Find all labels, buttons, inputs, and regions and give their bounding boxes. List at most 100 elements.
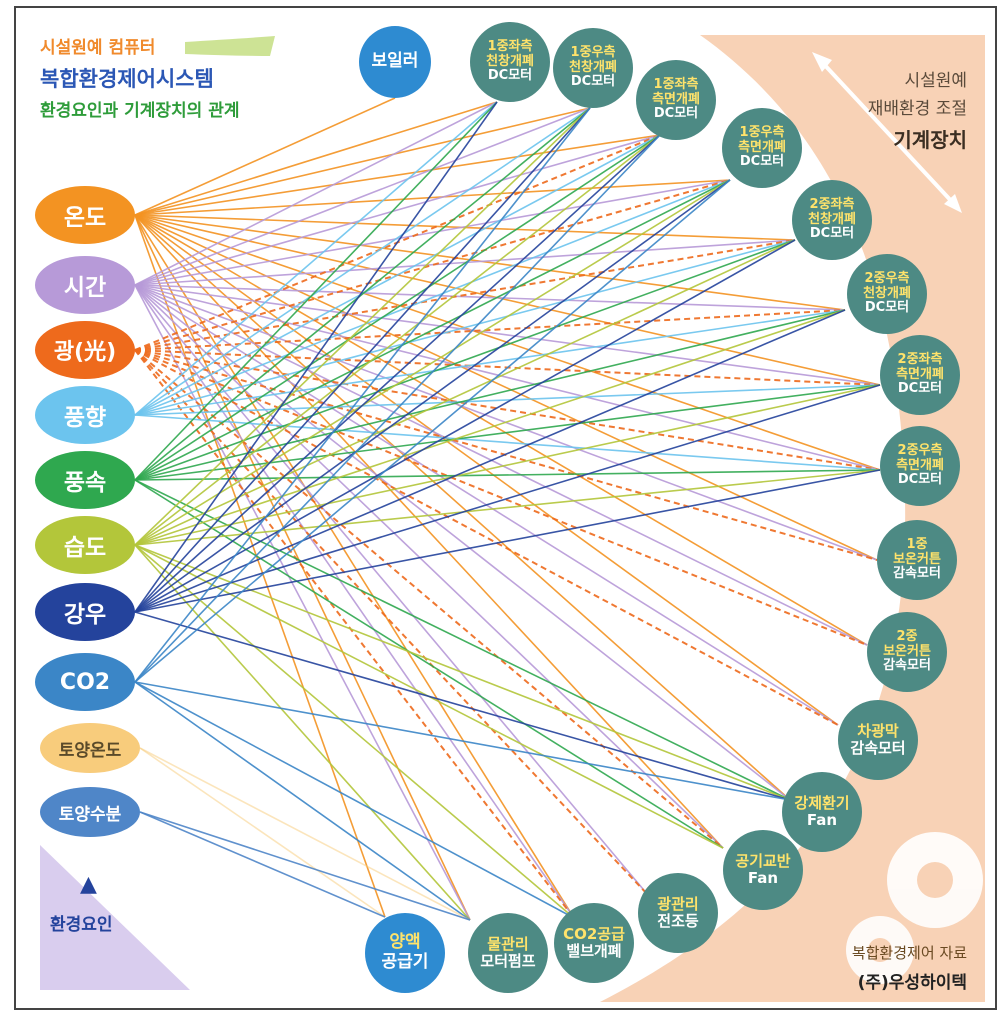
- device-label: 감속모터: [883, 658, 931, 674]
- connection-line: [134, 179, 731, 481]
- device-label: 감속모터: [850, 739, 906, 757]
- connection-line: [134, 179, 731, 683]
- connection-line: [134, 544, 471, 921]
- connection-line: [134, 544, 575, 919]
- connection-line: [134, 134, 661, 683]
- env-factor-co2: CO2: [35, 653, 135, 711]
- connection-line: [134, 179, 731, 613]
- connection-line: [134, 101, 498, 216]
- device-label: 공급기: [381, 952, 429, 972]
- connection-line: [134, 179, 731, 546]
- connection-line: [139, 747, 471, 921]
- header-line1: 시설원예 컴퓨터: [40, 38, 156, 58]
- device-label: CO2공급: [563, 924, 625, 943]
- connection-line: [134, 681, 471, 921]
- connection-line: [134, 214, 575, 919]
- connection-line: [134, 284, 724, 849]
- env-factor-temp: 온도: [35, 186, 135, 244]
- device-label: 천창개폐: [486, 53, 534, 69]
- connection-line: [134, 349, 839, 726]
- header-line3: 환경요인과 기계장치의 관계: [40, 101, 240, 121]
- device-label: 보온커튼: [883, 643, 931, 659]
- connection-line: [134, 284, 791, 801]
- connection-line: [134, 479, 724, 849]
- env-factor-soilmoist: 토양수분: [40, 787, 140, 837]
- device-label: DC모터: [739, 154, 785, 170]
- connection-line: [134, 179, 731, 286]
- device-label: 보일러: [371, 51, 419, 72]
- env-factor-humidity: 습도: [35, 516, 135, 574]
- device-label: 차광막: [857, 721, 899, 740]
- connection-line: [134, 681, 575, 919]
- connection-line: [134, 239, 796, 613]
- device-label: DC모터: [653, 106, 699, 122]
- connection-line: [134, 134, 661, 416]
- device-label: 측면개폐: [896, 457, 944, 473]
- device-label: 측면개폐: [896, 366, 944, 382]
- connection-line: [134, 214, 791, 801]
- device-label: 밸브개폐: [566, 942, 622, 960]
- device-label: 2중: [896, 628, 918, 644]
- env-factor-soiltemp: 토양온도: [40, 723, 140, 773]
- connection-line: [134, 469, 881, 546]
- connection-line: [134, 214, 881, 386]
- device-label: 강제환기: [794, 793, 850, 812]
- connection-line: [134, 214, 878, 561]
- connection-line: [134, 284, 846, 311]
- connection-line: [134, 101, 498, 613]
- env-label-text: 환경요인: [50, 915, 113, 935]
- connection-line: [134, 134, 661, 286]
- connection-line: [134, 101, 498, 416]
- footer-line2: (주)우성하이텍: [857, 973, 967, 993]
- device-label: 1중우측: [570, 44, 616, 60]
- connection-line: [134, 284, 881, 386]
- env-factor-winddir: 풍향: [35, 386, 135, 444]
- connection-line: [134, 309, 846, 416]
- env-factor-light: 광(光): [35, 321, 135, 379]
- connection-line: [134, 384, 881, 416]
- device-label: Fan: [747, 869, 779, 887]
- connection-line: [134, 384, 881, 546]
- connection-line: [134, 309, 846, 351]
- device-label: 2중우측: [897, 442, 943, 458]
- connection-line: [134, 349, 724, 849]
- connection-line: [134, 239, 796, 351]
- device-title-line2: 재배환경 조절: [867, 99, 967, 119]
- device-label: DC모터: [864, 300, 910, 316]
- device-label: DC모터: [487, 68, 533, 84]
- device-label: 1중좌측: [487, 38, 533, 54]
- connection-line: [134, 179, 731, 216]
- device-label: DC모터: [570, 74, 616, 90]
- connection-line: [139, 811, 471, 921]
- connection-line: [134, 107, 591, 216]
- env-factor-rain: 강우: [35, 583, 135, 641]
- device-title-line3: 기계장치: [893, 128, 967, 152]
- env-factor-windspeed: 풍속: [35, 451, 135, 509]
- connection-line: [134, 107, 591, 546]
- connection-line: [134, 309, 846, 613]
- device-label: DC모터: [897, 381, 943, 397]
- connection-line: [134, 349, 649, 896]
- device-label: 1중우측: [739, 124, 785, 140]
- connection-line: [134, 107, 591, 613]
- device-label: 전조등: [657, 912, 699, 930]
- connection-line: [134, 239, 796, 546]
- connection-line: [134, 214, 868, 646]
- connection-line: [134, 134, 661, 546]
- device-label: 2중좌측: [809, 196, 855, 212]
- connection-line: [134, 134, 661, 216]
- header-line2: 복합환경제어시스템: [40, 67, 214, 91]
- device-label: 1중: [906, 536, 928, 552]
